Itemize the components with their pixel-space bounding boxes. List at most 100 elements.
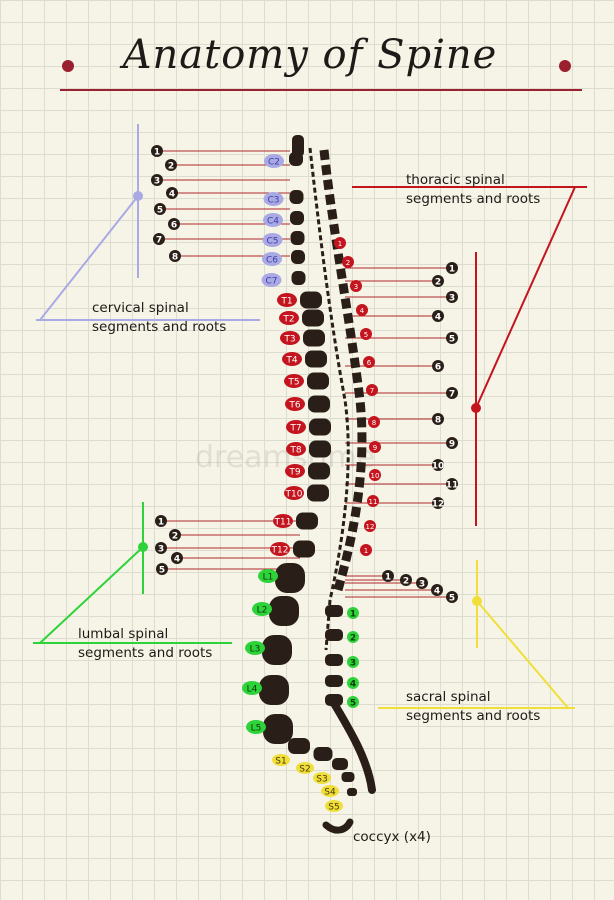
sacral-bracket-dot	[472, 596, 482, 606]
svg-text:10: 10	[371, 472, 380, 480]
thoracic-root-8: 8	[432, 413, 444, 426]
lumbar-process	[325, 675, 343, 687]
lumbal-root-left-2: 2	[169, 529, 181, 542]
cervical-root-6: 6	[168, 218, 180, 231]
bone-c1	[292, 135, 304, 157]
svg-text:7: 7	[370, 387, 374, 395]
svg-text:6: 6	[435, 363, 441, 373]
svg-text:L4: L4	[247, 685, 258, 695]
bone-l1	[275, 563, 305, 593]
svg-text:L5: L5	[251, 724, 262, 734]
sacral-root-4: 4	[431, 584, 443, 597]
vertebra-c4: C4	[263, 213, 283, 227]
lumbal-root-left-3: 3	[155, 542, 167, 555]
cervical-bracket	[36, 124, 260, 321]
sacrum-tail	[328, 696, 376, 794]
lumbal-root-left-1: 1	[155, 515, 167, 528]
vertebra-l1: L1	[258, 569, 278, 583]
svg-text:1: 1	[338, 240, 342, 248]
bone-t4	[305, 350, 327, 368]
vertebra-t2: T2	[279, 311, 299, 325]
svg-text:T12: T12	[271, 546, 289, 556]
sacral-root-5: 5	[446, 591, 458, 604]
inner-thoracic-marker: 4	[356, 304, 368, 316]
lumbar-process	[325, 629, 343, 641]
thoracic-root-9: 9	[446, 437, 458, 450]
root-lines	[163, 150, 446, 598]
svg-text:1: 1	[385, 573, 391, 583]
inner-thoracic-marker: 2	[342, 256, 354, 268]
thoracic-root-2: 2	[432, 275, 444, 288]
svg-text:4: 4	[174, 555, 180, 565]
svg-text:T11: T11	[274, 518, 292, 528]
svg-text:S1: S1	[275, 757, 286, 767]
vertebra-s1: S1	[272, 754, 290, 767]
thoracic-root-1: 1	[446, 262, 458, 275]
cervical-root-4: 4	[166, 187, 178, 200]
svg-text:C6: C6	[266, 256, 278, 266]
lumbal-root-right-5: 5	[347, 696, 359, 709]
svg-text:3: 3	[419, 580, 425, 590]
svg-text:S2: S2	[299, 765, 310, 775]
bone-t12	[293, 540, 315, 558]
svg-text:11: 11	[446, 481, 459, 491]
inner-thoracic-marker: 1	[360, 544, 372, 556]
vertebra-l3: L3	[245, 641, 265, 655]
sacral-root-3: 3	[416, 577, 428, 590]
cervical-bracket-dot	[133, 191, 143, 201]
svg-text:8: 8	[372, 419, 376, 427]
lumbal-root-left-4: 4	[171, 552, 183, 565]
svg-text:C7: C7	[265, 277, 277, 287]
cervical-root-7: 7	[153, 233, 165, 246]
page-title: Anatomy of Spine	[122, 32, 498, 78]
thoracic-root-6: 6	[432, 360, 444, 373]
svg-text:8: 8	[172, 253, 178, 263]
svg-text:2: 2	[350, 634, 356, 644]
svg-text:L2: L2	[257, 606, 268, 616]
bone-t1	[300, 291, 322, 309]
bone-s4	[341, 772, 355, 782]
cervical-root-2: 2	[165, 159, 177, 172]
vertebra-s2: S2	[296, 762, 314, 775]
svg-text:T9: T9	[288, 468, 300, 478]
inner-thoracic-marker: 3	[350, 280, 362, 292]
bone-t10	[307, 484, 329, 502]
svg-text:T8: T8	[289, 446, 301, 456]
bone-t7	[309, 418, 331, 436]
svg-text:3: 3	[449, 294, 455, 304]
svg-text:1: 1	[158, 518, 164, 528]
bone-c6	[291, 250, 305, 264]
vertebra-c5: C5	[262, 233, 283, 247]
svg-text:12: 12	[432, 500, 445, 510]
svg-text:T3: T3	[283, 335, 295, 345]
cord-dashed	[308, 147, 350, 651]
thoracic-root-7: 7	[446, 387, 458, 400]
cervical-root-5: 5	[154, 203, 166, 216]
lumbal-bracket-dot	[138, 542, 148, 552]
svg-text:4: 4	[350, 680, 356, 690]
svg-text:2: 2	[403, 577, 409, 587]
thoracic-root-12: 12	[432, 497, 445, 510]
svg-text:5: 5	[449, 594, 455, 604]
cervical-root-1: 1	[151, 145, 163, 158]
svg-text:C2: C2	[268, 158, 280, 168]
vertebra-c6: C6	[262, 252, 282, 266]
bone-t11	[296, 512, 318, 530]
svg-text:4: 4	[435, 313, 441, 323]
svg-text:7: 7	[156, 236, 162, 246]
bone-t9	[308, 462, 330, 480]
vertebra-t12: T12	[270, 542, 290, 556]
bone-c4	[290, 211, 304, 225]
svg-text:3: 3	[354, 283, 358, 291]
vertebra-c7: C7	[261, 273, 282, 287]
svg-text:S5: S5	[328, 803, 339, 813]
svg-text:10: 10	[432, 462, 445, 472]
coccyx-bone	[322, 818, 354, 834]
vertebra-t6: T6	[285, 397, 305, 411]
svg-text:9: 9	[449, 440, 455, 450]
